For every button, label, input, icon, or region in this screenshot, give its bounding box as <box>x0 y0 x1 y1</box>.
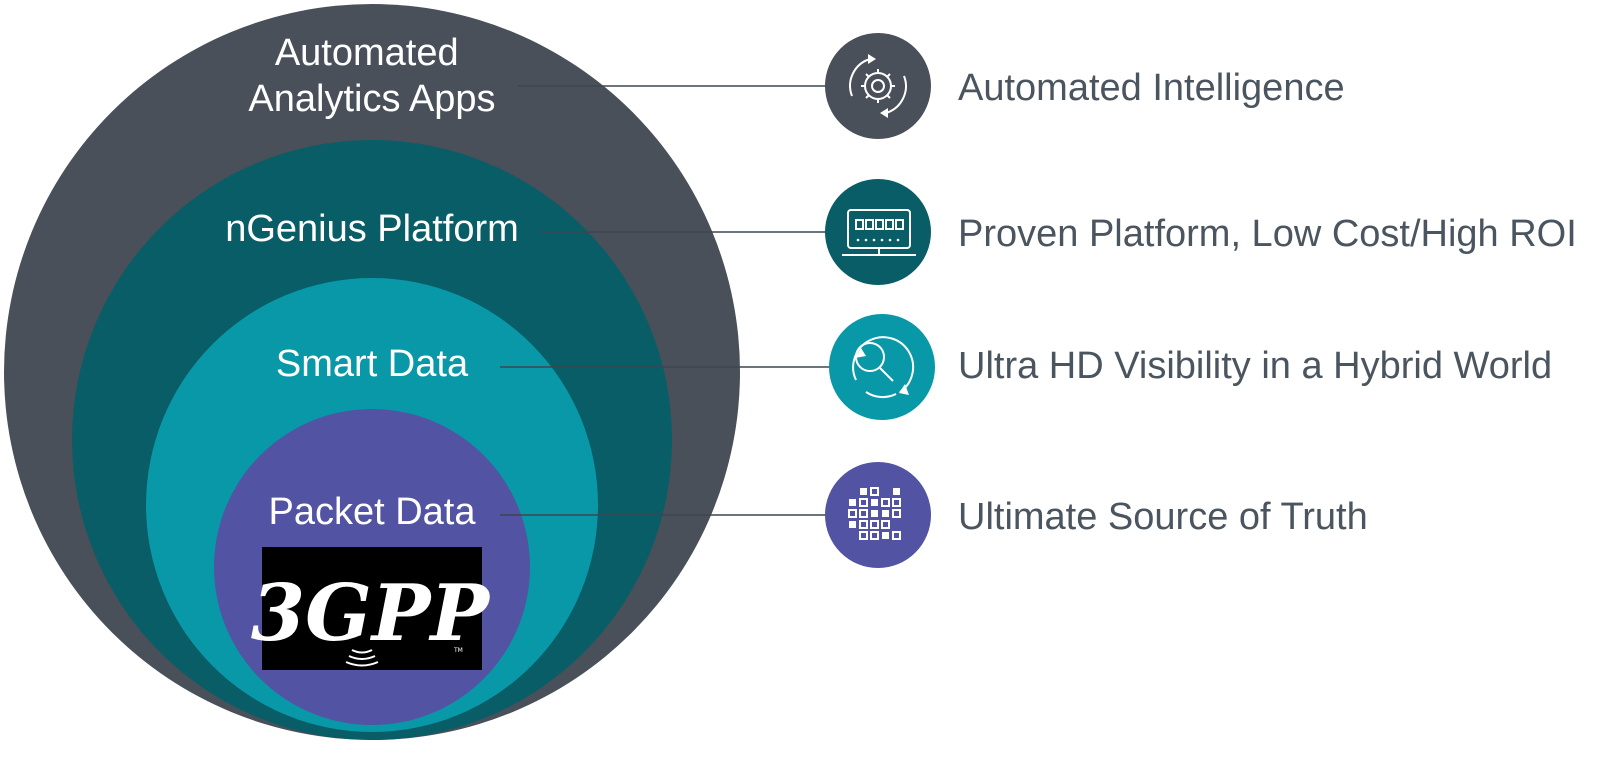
benefit-label: Automated Intelligence <box>958 67 1345 109</box>
ngenius-platform-label: nGenius Platform <box>225 208 519 250</box>
3gpp-logo-trademark: TM <box>453 647 463 654</box>
benefit-source-of-truth: Ultimate Source of Truth <box>825 462 1368 568</box>
gear-cycle-icon <box>849 54 907 118</box>
3gpp-logo: 3GPP TM <box>251 547 492 670</box>
benefit-ultra-hd-visibility: Ultra HD Visibility in a Hybrid World <box>829 314 1552 420</box>
packet-data-label: Packet Data <box>269 491 477 533</box>
magnifier-cycle-icon <box>852 336 915 399</box>
benefit-automated-intelligence: Automated Intelligence <box>825 33 1345 139</box>
smart-data-label: Smart Data <box>276 343 469 385</box>
benefit-proven-platform: Proven Platform, Low Cost/High ROI <box>825 179 1577 285</box>
automated-analytics-apps-label: Automated Analytics Apps <box>248 32 495 120</box>
packet-grid-icon <box>848 487 901 540</box>
benefit-icon-circle <box>829 314 935 420</box>
appliance-monitor-icon <box>842 209 916 256</box>
benefit-label: Ultimate Source of Truth <box>958 496 1368 538</box>
benefit-label: Proven Platform, Low Cost/High ROI <box>958 213 1577 255</box>
benefit-icon-circle <box>825 179 931 285</box>
benefit-label: Ultra HD Visibility in a Hybrid World <box>958 345 1552 387</box>
signal-waves-icon <box>345 649 379 667</box>
3gpp-logo-text: 3GPP <box>251 568 492 659</box>
benefit-icon-circle <box>825 33 931 139</box>
